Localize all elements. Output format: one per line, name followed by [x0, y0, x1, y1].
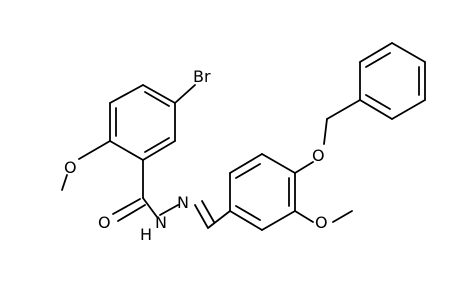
carbonyl-oxygen-label: O [98, 213, 111, 232]
bond [294, 161, 314, 174]
aromatic-double-bond [144, 137, 170, 153]
carbonyl-double-bond [117, 204, 146, 222]
imine-nitrogen-label: N [177, 193, 189, 212]
bond [159, 204, 179, 216]
bond [391, 42, 426, 63]
bond [109, 84, 144, 104]
methoxy-oxygen-right-label: O [315, 213, 328, 232]
carbonyl-double-bond [112, 198, 141, 215]
aromatic-double-bond [144, 91, 170, 107]
bond [229, 210, 263, 231]
aromatic-double-bond [235, 205, 261, 221]
imine-double-bond [201, 200, 215, 223]
aromatic-double-bond [235, 163, 261, 179]
bromine-atom-label: Br [193, 67, 211, 86]
bond-layer [61, 42, 426, 231]
hydrazide-nitrogen-label: N [155, 213, 167, 232]
bond [142, 140, 176, 161]
bond [261, 210, 296, 231]
bond [109, 140, 144, 161]
bond [359, 42, 393, 63]
imine-double-bond [194, 204, 209, 229]
nh-hydrogen-label: H [140, 225, 152, 244]
bond [326, 99, 361, 120]
bond [229, 153, 263, 174]
bond [142, 197, 158, 218]
bond [391, 99, 426, 120]
bond [359, 99, 393, 120]
bond [207, 210, 231, 229]
bond [332, 210, 353, 223]
aromatic-double-bond [365, 52, 391, 68]
bond [174, 84, 196, 104]
bond [61, 174, 68, 191]
bond [294, 210, 314, 223]
bond [323, 118, 328, 145]
bond [142, 84, 176, 104]
benzyloxy-oxygen-label: O [312, 146, 325, 165]
methoxy-oxygen-left-label: O [64, 158, 77, 177]
bond [78, 140, 111, 160]
aromatic-double-bond [365, 94, 391, 110]
atom-label-layer: Br O O N H N O O [64, 67, 328, 244]
bond [261, 153, 296, 174]
